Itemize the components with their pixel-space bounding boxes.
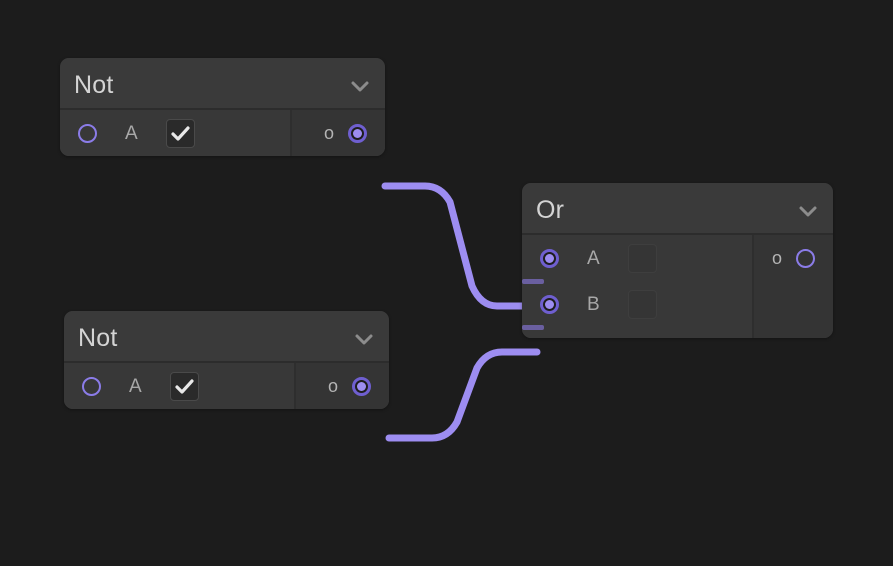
node-outputs-column: o	[292, 110, 385, 156]
input-port-A[interactable]	[82, 376, 101, 396]
input-port-A[interactable]	[78, 123, 97, 143]
output-port-row[interactable]: o	[296, 363, 389, 409]
input-port-label: A	[125, 122, 138, 144]
node-title: Or	[536, 196, 565, 224]
input-port-row[interactable]: A	[522, 235, 752, 281]
chevron-down-icon[interactable]	[797, 203, 819, 219]
node-body: A o	[60, 110, 385, 156]
node-header[interactable]: Not	[60, 58, 385, 110]
output-port-row[interactable]: o	[754, 235, 833, 281]
output-port-o[interactable]	[352, 376, 371, 396]
input-port-label: B	[587, 293, 600, 315]
output-port-row[interactable]: o	[292, 110, 385, 156]
checkbox-A[interactable]	[169, 371, 199, 401]
chevron-down-icon[interactable]	[353, 331, 375, 347]
node-inputs-column: A	[64, 363, 296, 409]
node-header[interactable]: Or	[522, 183, 833, 235]
chevron-down-icon[interactable]	[349, 78, 371, 94]
node-header[interactable]: Not	[64, 311, 389, 363]
node-title: Not	[74, 71, 114, 99]
output-port-o[interactable]	[348, 123, 367, 143]
checkbox-A[interactable]	[627, 243, 657, 273]
node-body: A B o	[522, 235, 833, 338]
input-port-label: A	[129, 375, 142, 397]
input-port-B[interactable]	[540, 294, 559, 314]
output-port-label: o	[771, 247, 782, 268]
checkbox-B[interactable]	[627, 289, 657, 319]
node-body: A o	[64, 363, 389, 409]
connection-wire-not2-to-or-b	[385, 348, 541, 442]
output-port-label: o	[323, 122, 334, 143]
input-port-row[interactable]: A	[64, 363, 294, 409]
output-port-label: o	[327, 375, 338, 396]
node-inputs-column: A	[60, 110, 292, 156]
node-not-2[interactable]: Not A	[64, 311, 389, 409]
input-port-A[interactable]	[540, 248, 559, 268]
input-port-label: A	[587, 247, 600, 269]
checkbox-A[interactable]	[165, 118, 195, 148]
output-port-o[interactable]	[796, 248, 815, 268]
input-port-row[interactable]: B	[522, 281, 752, 327]
connection-wire-not1-to-or-a	[381, 182, 541, 310]
node-inputs-column: A B	[522, 235, 754, 338]
input-stub-A	[522, 279, 544, 284]
node-title: Not	[78, 324, 118, 352]
node-outputs-column: o	[754, 235, 833, 338]
input-port-row[interactable]: A	[60, 110, 290, 156]
node-or-1[interactable]: Or A B	[522, 183, 833, 338]
node-not-1[interactable]: Not A	[60, 58, 385, 156]
input-stub-B	[522, 325, 544, 330]
node-outputs-column: o	[296, 363, 389, 409]
